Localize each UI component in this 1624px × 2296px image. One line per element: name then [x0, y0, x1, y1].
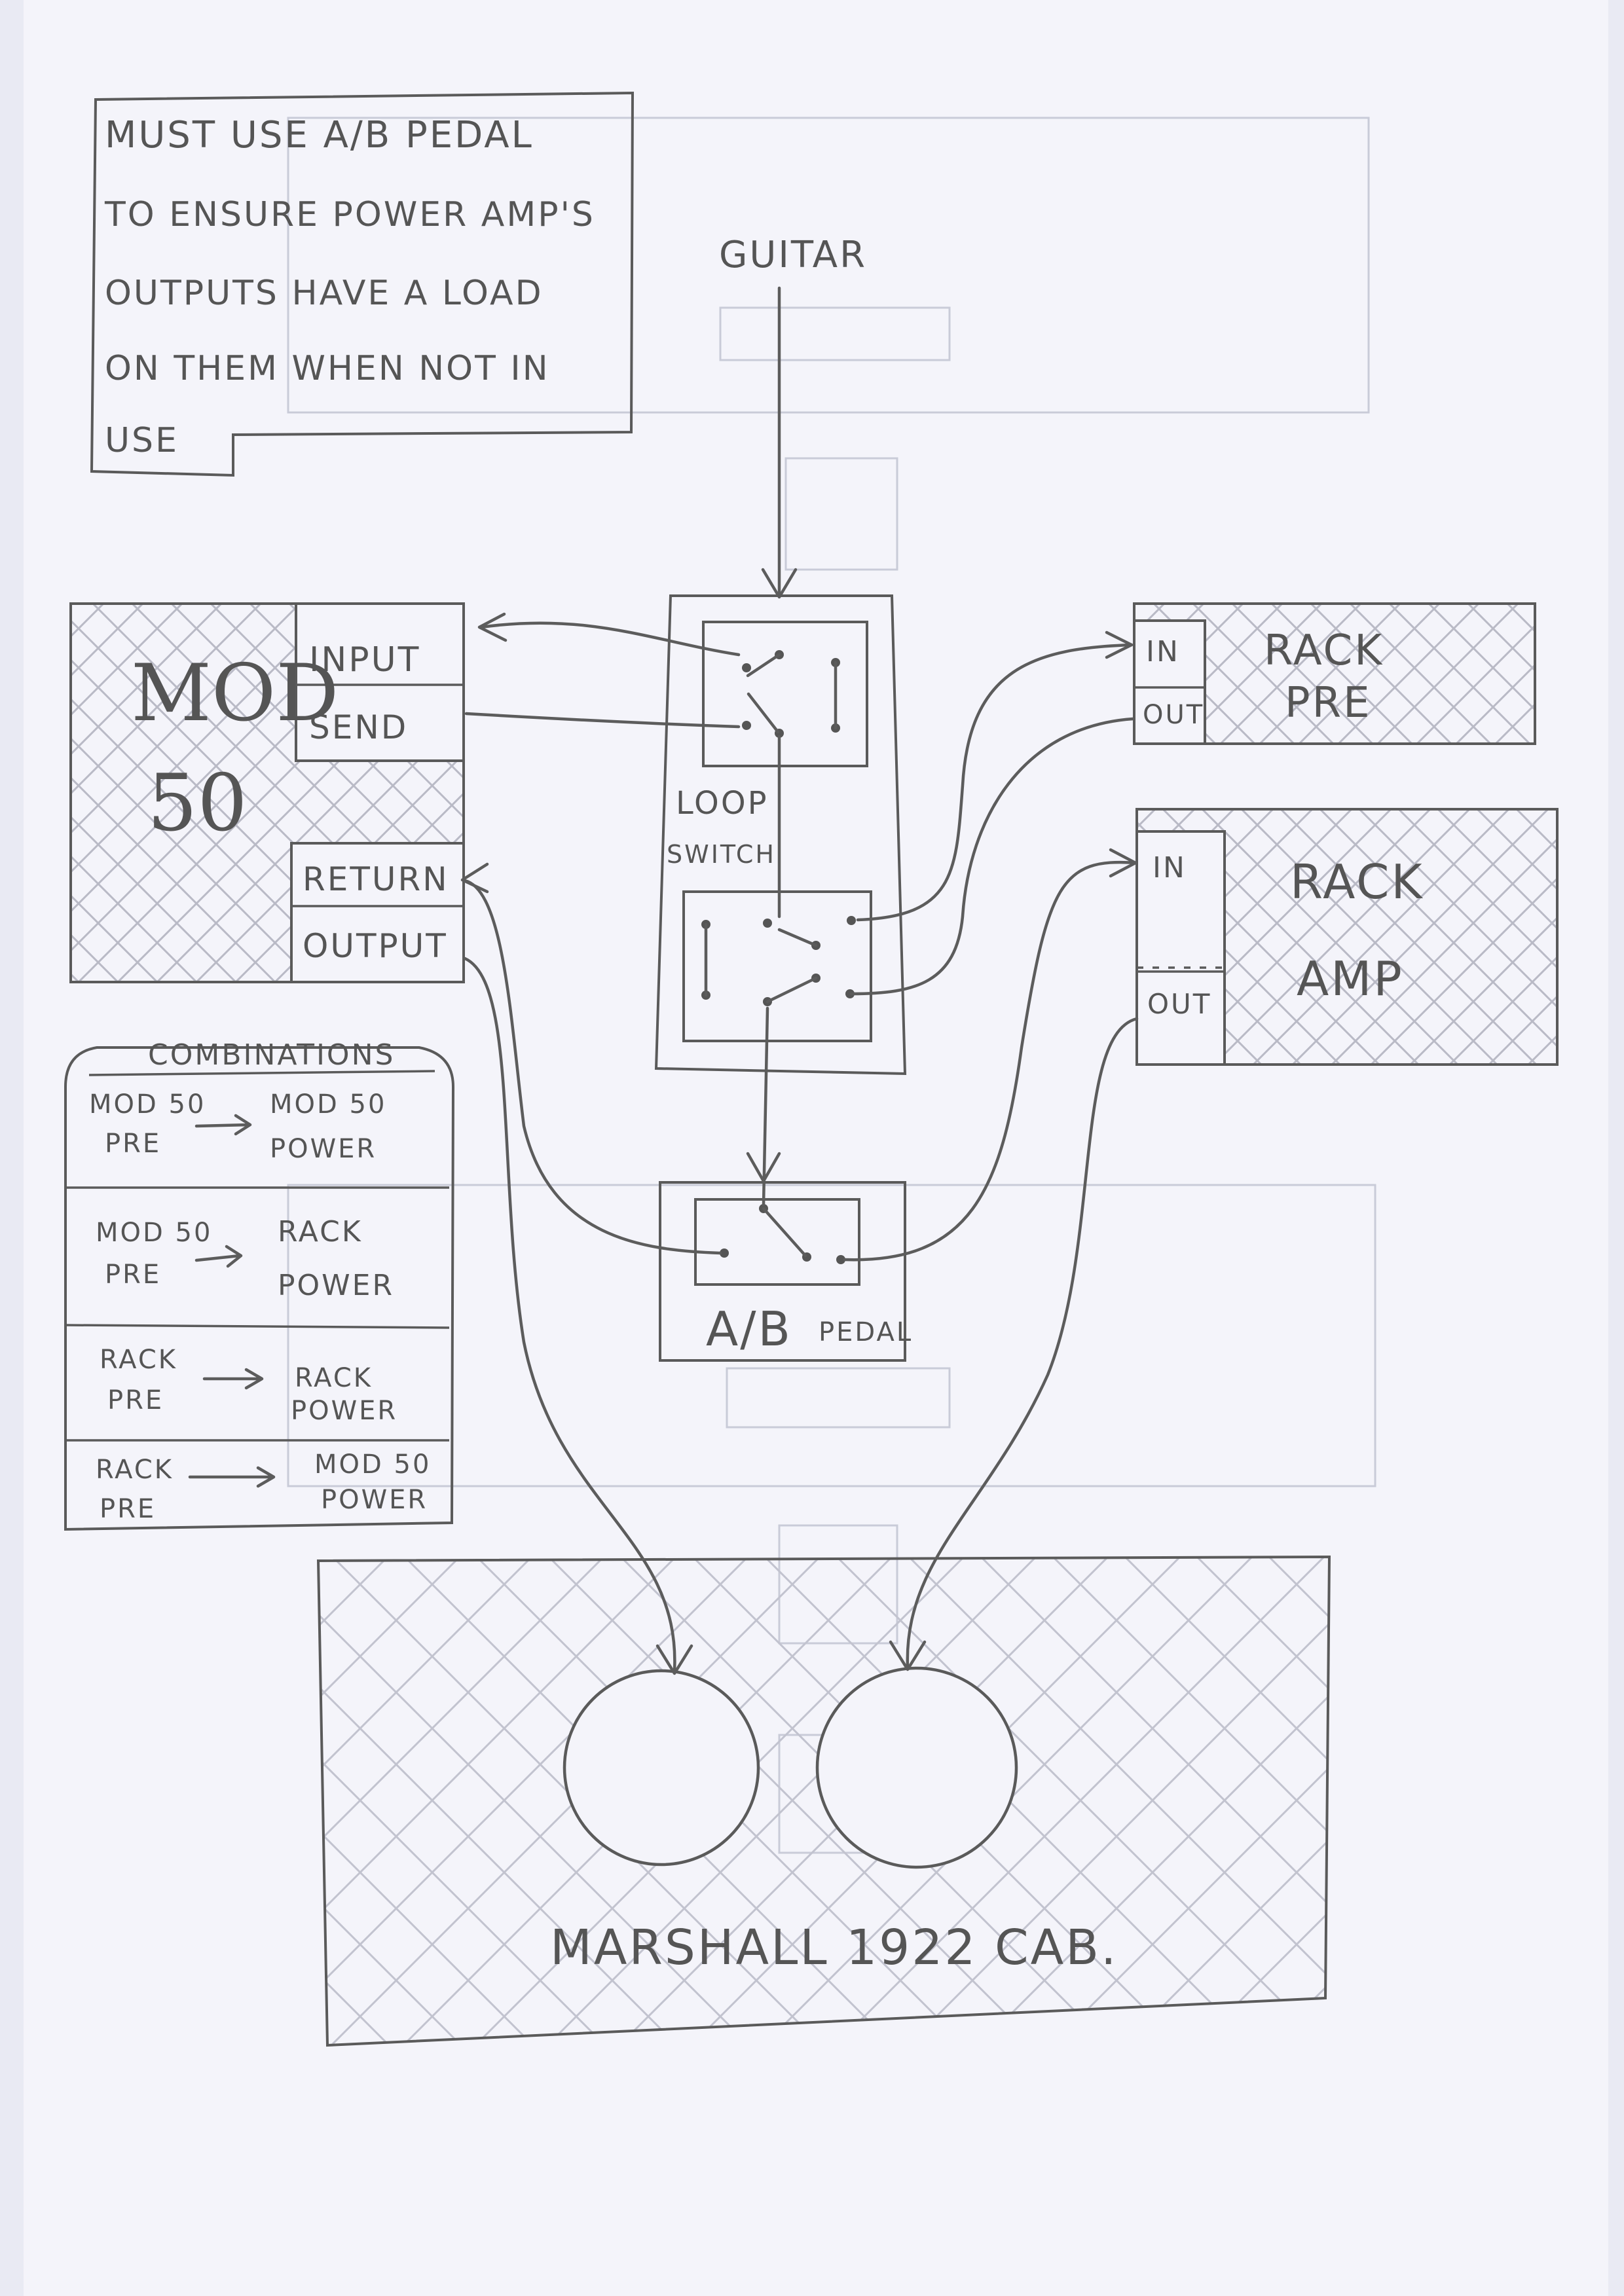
row-1-to-line2: POWER: [270, 1134, 377, 1164]
note-line-2: TO ENSURE POWER AMP'S: [104, 195, 595, 234]
rack-pre-jack-in: IN: [1146, 635, 1180, 668]
row-4-to-line2: POWER: [321, 1485, 428, 1515]
ab-pedal-label-sub: PEDAL: [819, 1317, 913, 1347]
rack-pre-unit: IN OUT RACK PRE: [1133, 602, 1536, 745]
rack-pre-title-line2: PRE: [1285, 679, 1372, 727]
row-4-to-line1: MOD 50: [314, 1449, 431, 1480]
row-1-to-line1: MOD 50: [270, 1089, 386, 1120]
combination-row-3: RACK PRE RACK POWER: [100, 1345, 397, 1426]
cab-label: MARSHALL 1922 CAB.: [550, 1920, 1118, 1976]
wires: [460, 612, 1139, 1675]
speaker-left: [563, 1669, 760, 1867]
speaker-right: [815, 1666, 1018, 1869]
mod50-jack-return: RETURN: [303, 860, 449, 898]
row-1-from-line2: PRE: [105, 1129, 161, 1159]
loop-switch-label-line2: SWITCH: [667, 840, 776, 869]
rack-amp-title-line2: AMP: [1297, 951, 1404, 1006]
note-line-5: USE: [105, 421, 179, 460]
row-3-to-line1: RACK: [295, 1363, 373, 1393]
combination-row-2: MOD 50 PRE RACK POWER: [96, 1215, 394, 1302]
row-2-to-line1: RACK: [278, 1215, 363, 1248]
row-3-from-line1: RACK: [100, 1345, 177, 1375]
loop-switch: LOOP SWITCH: [654, 594, 907, 1076]
mod50-jack-input: INPUT: [309, 640, 420, 680]
mod50-title-line1: MOD: [131, 648, 339, 739]
note-box: MUST USE A/B PEDAL TO ENSURE POWER AMP'S…: [90, 91, 635, 477]
ab-pedal-label-main: A/B: [706, 1302, 792, 1357]
mod50-jack-send: SEND: [309, 708, 408, 746]
mod50-title-line2: 50: [147, 758, 248, 849]
note-line-4: ON THEM WHEN NOT IN: [105, 349, 550, 388]
rack-amp-jack-in: IN: [1153, 851, 1187, 884]
ab-pedal: A/B PEDAL: [659, 1181, 913, 1362]
combination-row-4: RACK PRE MOD 50 POWER: [96, 1449, 431, 1524]
mod50-jack-output: OUTPUT: [303, 927, 448, 965]
row-4-from-line1: RACK: [96, 1455, 174, 1485]
guitar-label: GUITAR: [719, 234, 867, 276]
row-3-to-line2: POWER: [291, 1396, 397, 1426]
combinations-table: COMBINATIONS MOD 50 PRE MOD 50 POWER MOD…: [64, 1038, 455, 1531]
row-4-from-line2: PRE: [100, 1494, 156, 1524]
rack-amp-unit: IN OUT RACK AMP: [1135, 808, 1559, 1066]
row-2-from-line2: PRE: [105, 1260, 161, 1290]
rack-pre-jack-out: OUT: [1143, 700, 1204, 730]
rack-pre-title-line1: RACK: [1264, 627, 1384, 675]
note-line-3: OUTPUTS HAVE A LOAD: [105, 274, 544, 313]
note-line-1: MUST USE A/B PEDAL: [105, 114, 534, 156]
row-1-from-line1: MOD 50: [89, 1089, 206, 1120]
rack-amp-jack-out: OUT: [1147, 988, 1211, 1020]
rack-amp-title-line1: RACK: [1290, 854, 1424, 909]
marshall-cab: MARSHALL 1922 CAB.: [316, 1555, 1331, 2047]
row-2-to-line2: POWER: [278, 1269, 394, 1302]
row-3-from-line2: PRE: [107, 1385, 164, 1415]
mod50-unit: MOD 50 INPUT SEND RETURN OUTPUT: [69, 602, 465, 983]
row-2-from-line1: MOD 50: [96, 1218, 212, 1248]
combination-row-1: MOD 50 PRE MOD 50 POWER: [89, 1089, 386, 1164]
loop-switch-label-line1: LOOP: [676, 785, 769, 822]
combinations-title: COMBINATIONS: [148, 1038, 395, 1072]
